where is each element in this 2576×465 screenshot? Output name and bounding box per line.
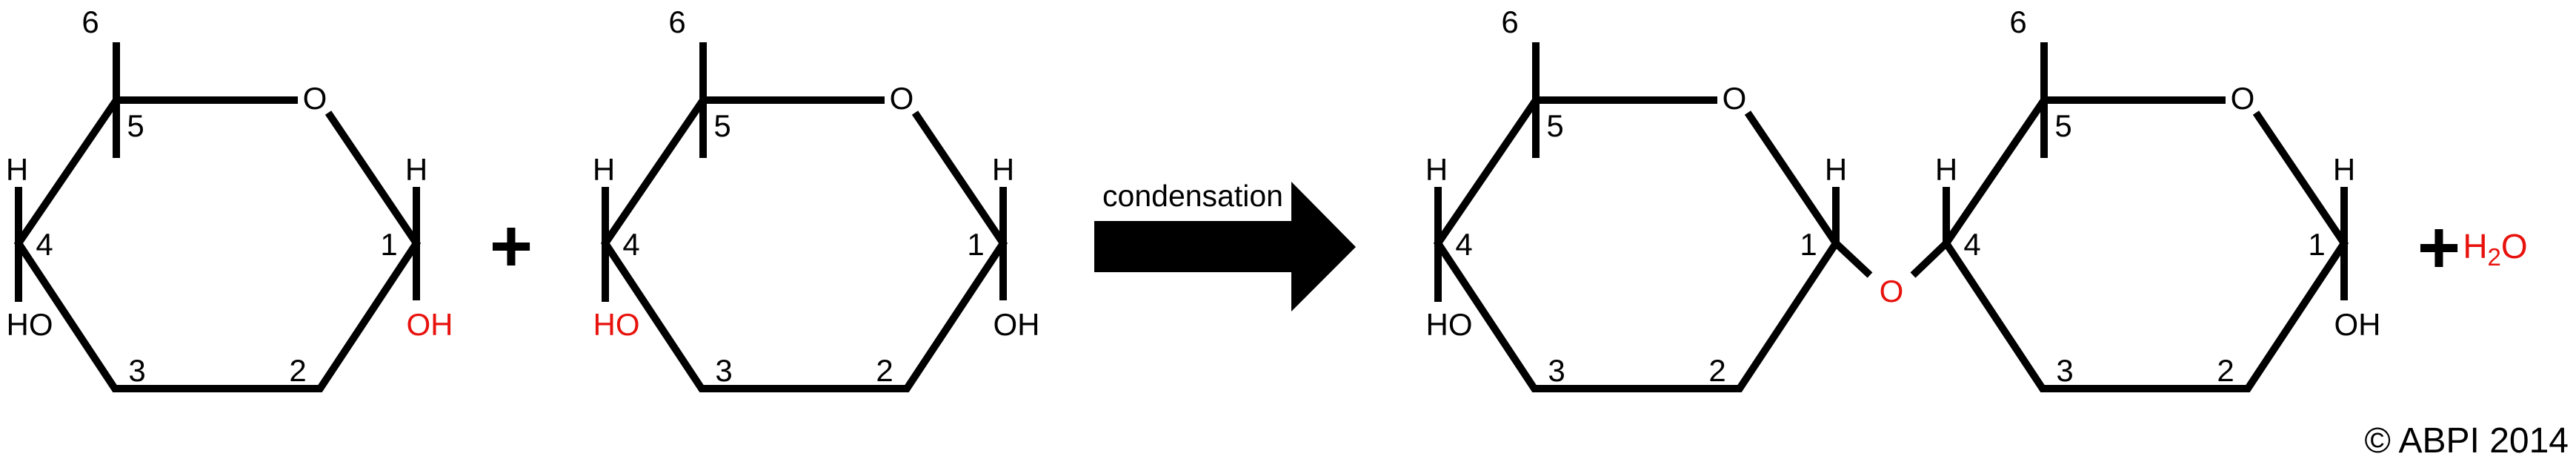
product-left-h-on-c1: H bbox=[1825, 152, 1847, 187]
water-o: O bbox=[2501, 227, 2528, 266]
product-right-c5-number: 5 bbox=[2054, 108, 2071, 143]
water-subscript: 2 bbox=[2488, 243, 2501, 271]
reactant-a-ring-oxygen-label: O bbox=[303, 81, 327, 116]
product-left-hydroxyl-c4: HO bbox=[1426, 307, 1473, 342]
arrow-head bbox=[1291, 182, 1356, 311]
reactant-a-c3-number: 3 bbox=[128, 353, 145, 388]
glycosidic-bond: O bbox=[1833, 240, 1949, 309]
reactant-a-glucose: O 6 5 4 1 3 2 H H HO OH bbox=[6, 4, 453, 392]
reactant-a-hydroxyl-c1-highlighted: OH bbox=[407, 307, 453, 342]
product-left-ring: O 6 5 4 1 3 2 H H HO bbox=[1425, 4, 1847, 392]
product-disaccharide: O 6 5 4 1 3 2 H H HO O O 6 5 4 1 bbox=[1425, 4, 2381, 392]
reactant-b-c1-number: 1 bbox=[967, 227, 984, 262]
glycosidic-bond-right bbox=[1910, 240, 1949, 278]
reactant-b-c4-number: 4 bbox=[622, 227, 639, 262]
reactant-a-h-on-c4: H bbox=[6, 152, 28, 187]
arrow-label: condensation bbox=[1102, 179, 1283, 213]
product-right-h-on-c1: H bbox=[2333, 152, 2355, 187]
glycosidic-oxygen-label-highlighted: O bbox=[1880, 274, 1904, 309]
condensation-arrow: condensation bbox=[1094, 179, 1356, 311]
arrow-shaft bbox=[1094, 221, 1291, 272]
water-h: H bbox=[2463, 227, 2487, 266]
reactant-b-ring-outline bbox=[600, 96, 1008, 392]
product-left-c4-number: 4 bbox=[1455, 227, 1472, 262]
product-right-c4-number: 4 bbox=[1963, 227, 1980, 262]
reactant-b-glucose: O 6 5 4 1 3 2 H H HO OH bbox=[593, 4, 1040, 392]
product-right-h-on-c4: H bbox=[1935, 152, 1957, 187]
product-right-ring-oxygen-label: O bbox=[2231, 81, 2255, 116]
reactant-b-c5-number: 5 bbox=[713, 108, 730, 143]
reactant-b-hydroxyl-c1: OH bbox=[994, 307, 1040, 342]
reactant-a-h-on-c1: H bbox=[405, 152, 427, 187]
reactant-b-h-on-c1: H bbox=[992, 152, 1014, 187]
product-left-ring-oxygen-label: O bbox=[1723, 81, 1747, 116]
plus-sign-between-reactants: + bbox=[490, 205, 533, 288]
product-right-ring-outline bbox=[1941, 96, 2349, 392]
reactant-b-c2-number: 2 bbox=[876, 353, 893, 388]
copyright-text: © ABPI 2014 bbox=[2364, 421, 2569, 461]
product-left-ring-outline bbox=[1433, 96, 1841, 392]
reactant-a-c4-number: 4 bbox=[36, 227, 53, 262]
product-right-c1-number: 1 bbox=[2308, 227, 2325, 262]
product-left-c1-number: 1 bbox=[1800, 227, 1817, 262]
reactant-a-c6-number: 6 bbox=[81, 4, 99, 39]
product-right-hydroxyl-c1: OH bbox=[2334, 307, 2381, 342]
reactant-b-c3-number: 3 bbox=[715, 353, 732, 388]
reactant-b-ring-oxygen-label: O bbox=[890, 81, 914, 116]
product-right-c3-number: 3 bbox=[2056, 353, 2073, 388]
product-right-ring: O 6 5 4 1 3 2 H H OH bbox=[1935, 4, 2381, 392]
product-right-c6-number: 6 bbox=[2009, 4, 2026, 39]
product-left-c5-number: 5 bbox=[1546, 108, 1563, 143]
reactant-a-c5-number: 5 bbox=[127, 108, 144, 143]
reactant-b-hydroxyl-c4-highlighted: HO bbox=[593, 307, 640, 342]
product-right-c2-number: 2 bbox=[2217, 353, 2234, 388]
water-formula: H2O bbox=[2463, 227, 2527, 271]
reactant-b-h-on-c4: H bbox=[593, 152, 615, 187]
plus-sign-before-water: + bbox=[2417, 206, 2460, 289]
reactant-a-c1-number: 1 bbox=[380, 227, 397, 262]
reactant-b-c6-number: 6 bbox=[668, 4, 685, 39]
product-left-c3-number: 3 bbox=[1548, 353, 1565, 388]
glycosidic-bond-left bbox=[1833, 240, 1873, 278]
reactant-a-c2-number: 2 bbox=[289, 353, 306, 388]
product-left-h-on-c4: H bbox=[1425, 152, 1448, 187]
product-left-c2-number: 2 bbox=[1708, 353, 1725, 388]
reactant-a-hydroxyl-c4: HO bbox=[7, 307, 53, 342]
product-left-c6-number: 6 bbox=[1501, 4, 1518, 39]
reactant-a-ring-outline bbox=[13, 96, 422, 392]
